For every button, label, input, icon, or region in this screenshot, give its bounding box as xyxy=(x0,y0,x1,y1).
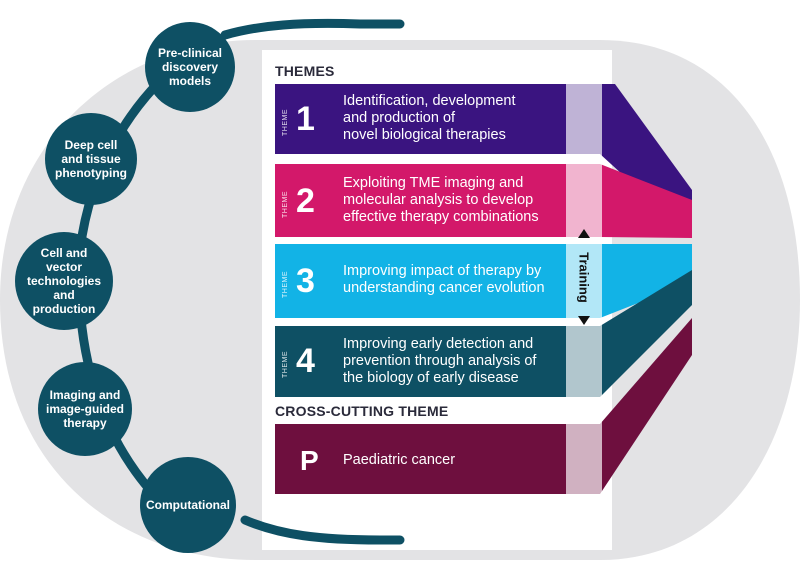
theme4-number: 4 xyxy=(296,342,315,380)
theme3-fin xyxy=(600,244,692,318)
theme1-text: Identification, development and producti… xyxy=(343,93,516,143)
training-strip xyxy=(566,84,602,494)
theme1-number: 1 xyxy=(296,100,315,138)
cross-cutting-heading: CROSS-CUTTING THEME xyxy=(275,403,449,419)
theme3-word: THEME xyxy=(282,271,289,298)
theme4-band xyxy=(275,326,600,397)
theme1-band xyxy=(275,84,600,154)
theme1-word: THEME xyxy=(282,109,289,136)
node-imaging-image-guided-therapy: Imaging and image-guided therapy xyxy=(38,362,132,456)
theme3-number: 3 xyxy=(296,262,315,300)
themes-heading: THEMES xyxy=(275,63,335,79)
bottom-connector xyxy=(240,515,405,545)
themeP-fin xyxy=(600,318,692,494)
node-preclinical-discovery-models: Pre-clinical discovery models xyxy=(145,22,235,112)
theme3-band xyxy=(275,244,600,318)
theme2-text: Exploiting TME imaging and molecular ana… xyxy=(343,175,539,225)
node-cell-vector-technologies: Cell and vector technologies and product… xyxy=(15,232,113,330)
themeP-band xyxy=(275,424,600,494)
theme3-text: Improving impact of therapy by understan… xyxy=(343,263,545,296)
theme4-fin xyxy=(600,270,692,397)
theme4-text: Improving early detection and prevention… xyxy=(343,336,537,386)
top-connector xyxy=(220,18,405,40)
theme2-band xyxy=(275,164,600,237)
theme4-word: THEME xyxy=(282,351,289,378)
training-arrow-down-icon xyxy=(578,316,590,325)
node-computational: Computational xyxy=(140,457,236,553)
themeP-text: Paediatric cancer xyxy=(343,452,456,468)
theme2-word: THEME xyxy=(282,191,289,218)
themeP-letter: P xyxy=(300,445,319,476)
theme2-fin xyxy=(600,164,692,238)
node-deep-cell-phenotyping: Deep cell and tissue phenotyping xyxy=(45,113,137,205)
training-label: Training xyxy=(576,252,592,303)
theme2-number: 2 xyxy=(296,182,315,220)
training-arrow-up-icon xyxy=(578,229,590,238)
